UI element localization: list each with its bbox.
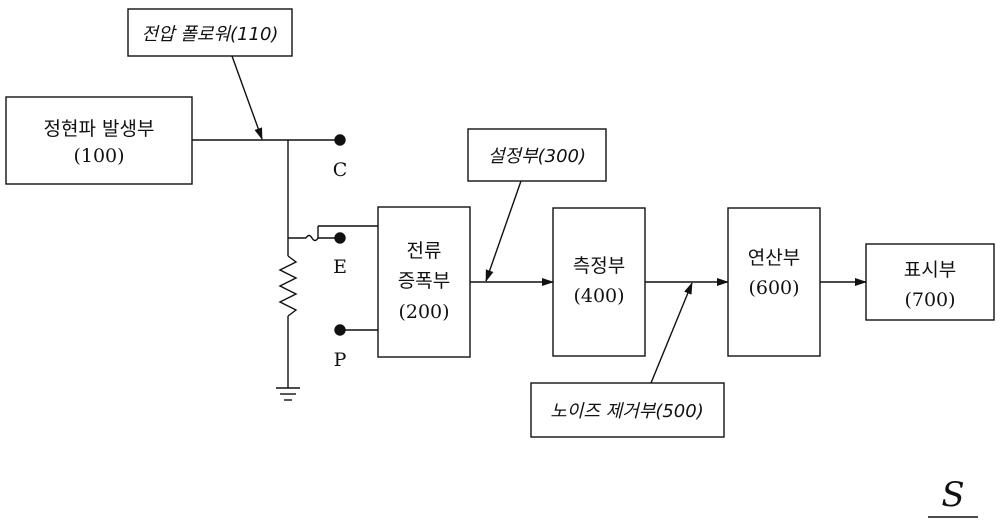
terminal-c-label: C <box>333 159 348 181</box>
noise-removal-label: 노이즈 제거부(500) <box>550 401 703 422</box>
resistor-symbol <box>280 256 296 316</box>
ground-symbol <box>276 388 300 400</box>
current-amplifier-label-2: 증폭부 <box>398 270 450 292</box>
measure-box <box>553 208 645 356</box>
current-amplifier-block: 전류 증폭부 (200) <box>378 207 470 357</box>
terminal-p-label: P <box>334 349 347 371</box>
setting-pointer <box>486 181 521 281</box>
sine-generator-number: (100) <box>73 145 124 167</box>
tap-connector <box>288 226 378 241</box>
voltage-follower-pointer <box>232 56 262 139</box>
terminal-e-dot <box>335 233 345 243</box>
corner-mark: S <box>928 475 978 517</box>
measure-block: 측정부 (400) <box>553 208 645 356</box>
compute-block: 연산부 (600) <box>728 208 820 356</box>
noise-removal-callout: 노이즈 제거부(500) <box>531 283 724 437</box>
noise-removal-pointer <box>651 283 692 383</box>
measure-number: (400) <box>573 285 624 307</box>
current-amplifier-number: (200) <box>398 301 449 323</box>
compute-number: (600) <box>748 277 799 299</box>
sine-generator-block: 정현파 발생부 (100) <box>6 97 192 184</box>
voltage-follower-label: 전압 폴로워(110) <box>142 24 279 45</box>
display-label: 표시부 <box>904 259 956 281</box>
setting-label: 설정부(300) <box>488 146 586 167</box>
terminal-c-dot <box>335 135 345 145</box>
display-number: (700) <box>904 289 955 311</box>
compute-label: 연산부 <box>748 247 800 269</box>
terminal-e-label: E <box>333 256 347 278</box>
corner-mark-letter: S <box>941 475 964 515</box>
sine-generator-box <box>6 97 192 184</box>
current-amplifier-label-1: 전류 <box>407 240 442 262</box>
measure-label: 측정부 <box>573 255 625 277</box>
sine-generator-label: 정현파 발생부 <box>44 118 155 140</box>
display-block: 표시부 (700) <box>866 244 994 320</box>
